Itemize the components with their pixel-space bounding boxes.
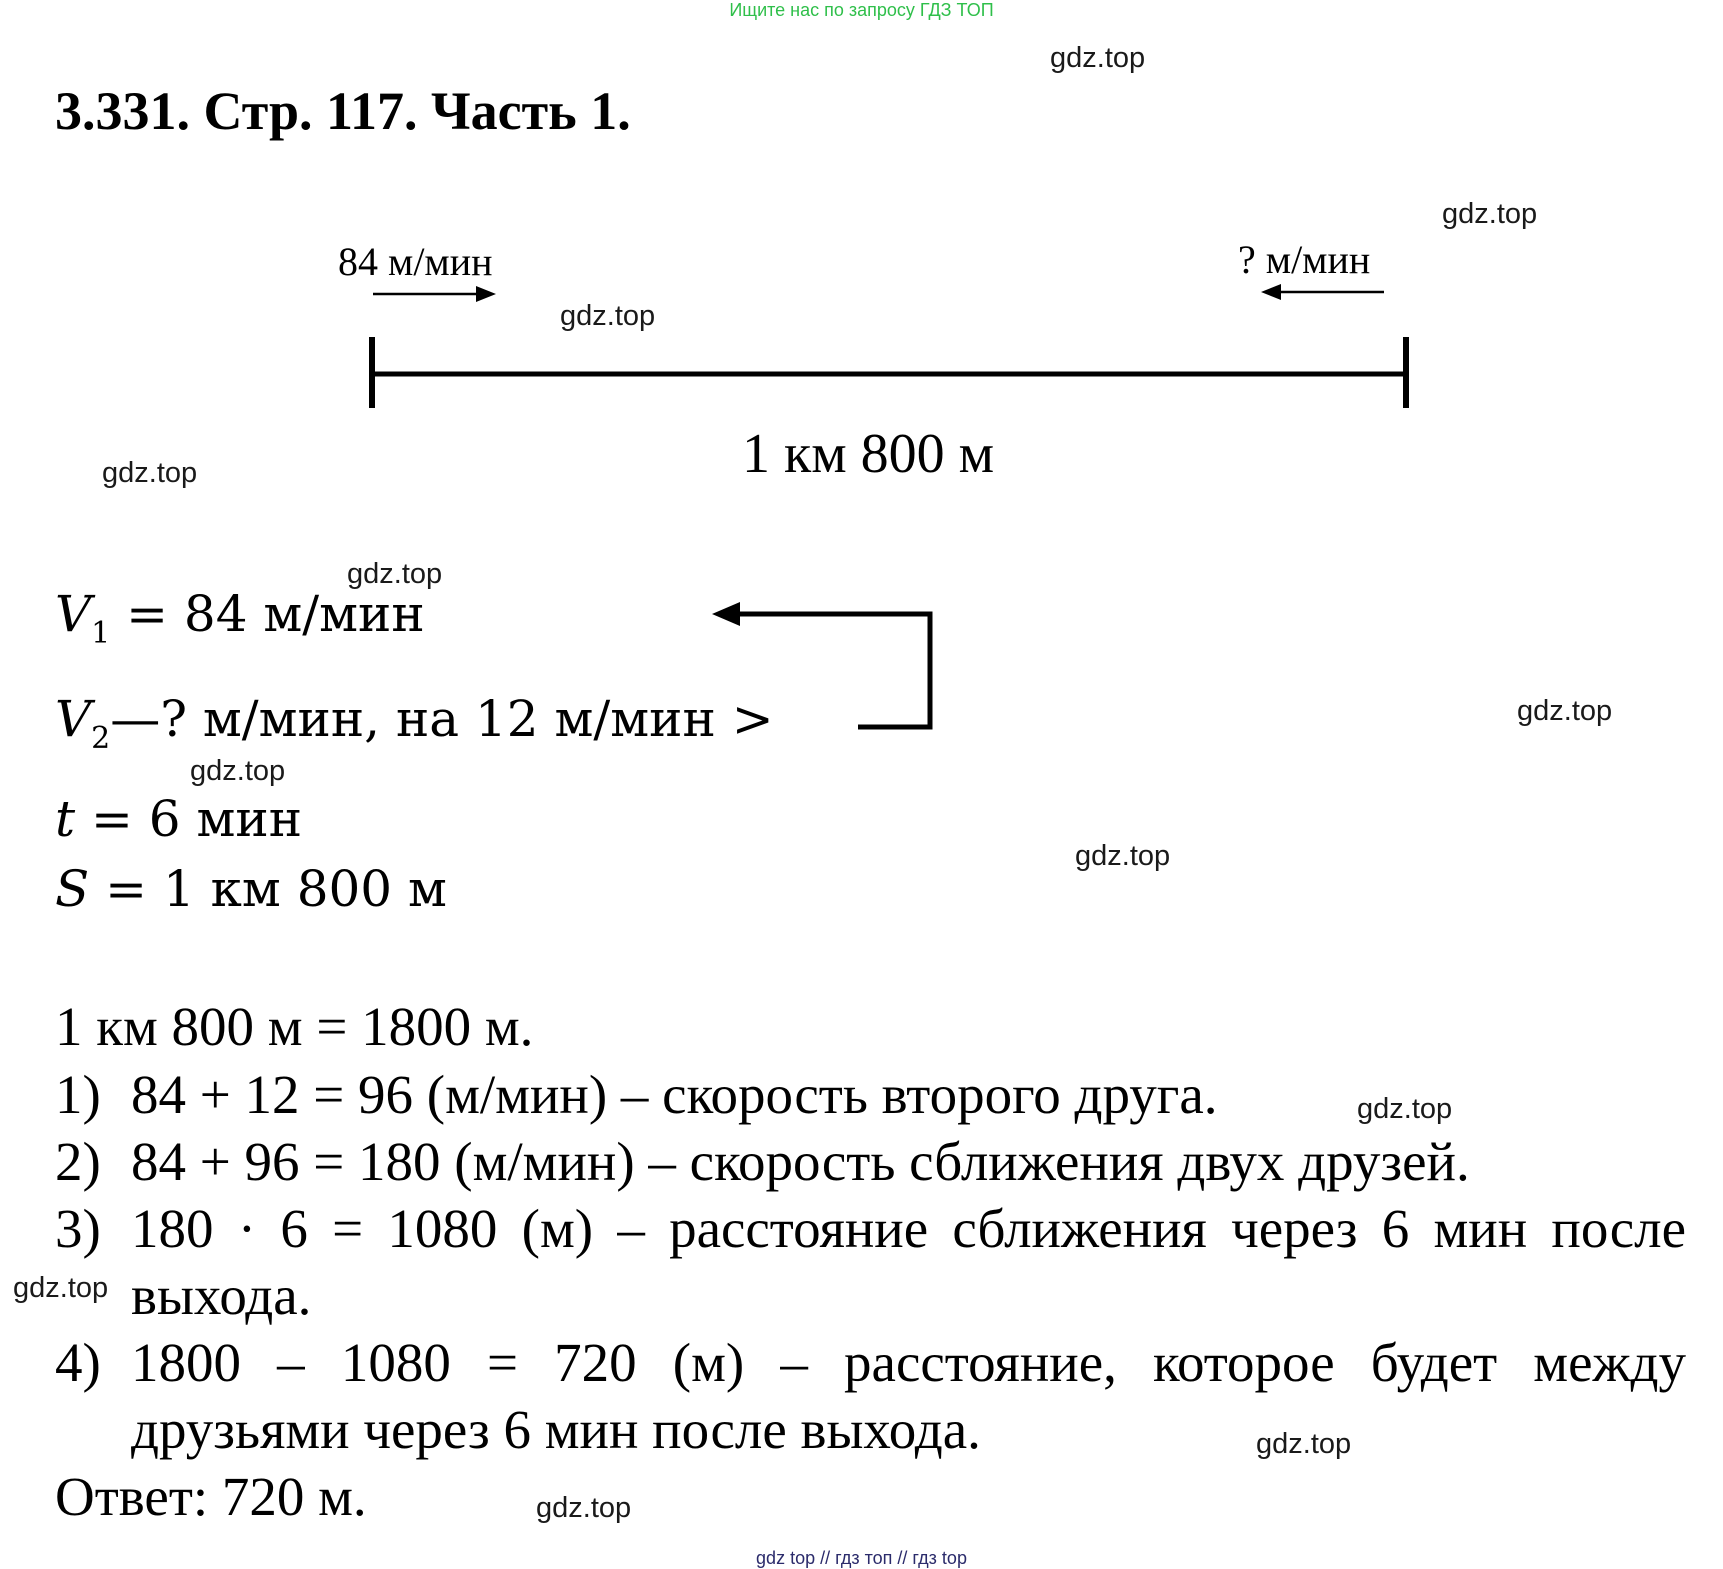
top-banner[interactable]: Ищите нас по запросу ГДЗ ТОП	[729, 0, 994, 20]
unit-conversion: 1 км 800 м = 1800 м.	[55, 996, 534, 1057]
v1-value: = 84 м/мин	[110, 585, 425, 643]
watermark: gdz.top	[1256, 1428, 1352, 1460]
step3-line2: выхода.	[131, 1265, 312, 1326]
given-t: t = 6 мин	[55, 790, 302, 848]
left-speed-label: 84 м/мин	[338, 239, 493, 284]
watermark: gdz.top	[1442, 198, 1538, 230]
given-v2: V2—? м/мин, на 12 м/мин >	[55, 690, 774, 756]
v1-subscript: 1	[91, 616, 111, 651]
step3-line1: 180 · 6 = 1080 (м) – расстояние сближени…	[131, 1198, 1686, 1259]
s-value: = 1 км 800 м	[89, 860, 447, 918]
watermark: gdz.top	[347, 558, 443, 590]
step1-number: 1)	[55, 1064, 101, 1125]
step4-line2: друзьями через 6 мин после выхода.	[131, 1399, 981, 1460]
watermark: gdz.top	[1050, 42, 1146, 74]
watermark: gdz.top	[102, 457, 198, 489]
footer-links[interactable]: gdz top // гдз топ // гдз top	[756, 1548, 967, 1568]
right-speed-label: ? м/мин	[1238, 237, 1371, 282]
watermark: gdz.top	[560, 300, 656, 332]
watermark: gdz.top	[190, 755, 286, 787]
v2-symbol: V	[55, 690, 92, 748]
watermark: gdz.top	[13, 1272, 109, 1304]
comparison-bracket	[728, 611, 933, 730]
answer: Ответ: 720 м.	[55, 1466, 367, 1527]
watermark: gdz.top	[1517, 695, 1613, 727]
given-v1: V1 = 84 м/мин	[55, 585, 425, 651]
watermark: gdz.top	[1075, 840, 1171, 872]
page-title: 3.331. Стр. 117. Часть 1.	[55, 81, 631, 141]
step4-line1: 1800 – 1080 = 720 (м) – расстояние, кото…	[131, 1332, 1686, 1393]
left-speed-arrow-head	[476, 286, 496, 302]
v2-value: —? м/мин, на 12 м/мин >	[110, 690, 774, 748]
given-s: S = 1 км 800 м	[55, 860, 447, 918]
v2-subscript: 2	[91, 721, 111, 756]
distance-label: 1 км 800 м	[742, 423, 995, 485]
step2-text: 84 + 96 = 180 (м/мин) – скорость сближен…	[131, 1131, 1470, 1192]
v1-symbol: V	[55, 585, 92, 643]
t-value: = 6 мин	[75, 790, 303, 848]
t-symbol: t	[55, 790, 76, 848]
watermark: gdz.top	[1357, 1093, 1453, 1125]
right-speed-arrow-head	[1261, 284, 1281, 300]
step1-text: 84 + 12 = 96 (м/мин) – скорость второго …	[131, 1064, 1218, 1125]
step4-number: 4)	[55, 1332, 101, 1393]
comparison-bracket-arrow-head	[712, 602, 740, 626]
step3-number: 3)	[55, 1198, 101, 1259]
s-symbol: S	[55, 860, 90, 918]
watermark: gdz.top	[536, 1492, 632, 1524]
step2-number: 2)	[55, 1131, 101, 1192]
